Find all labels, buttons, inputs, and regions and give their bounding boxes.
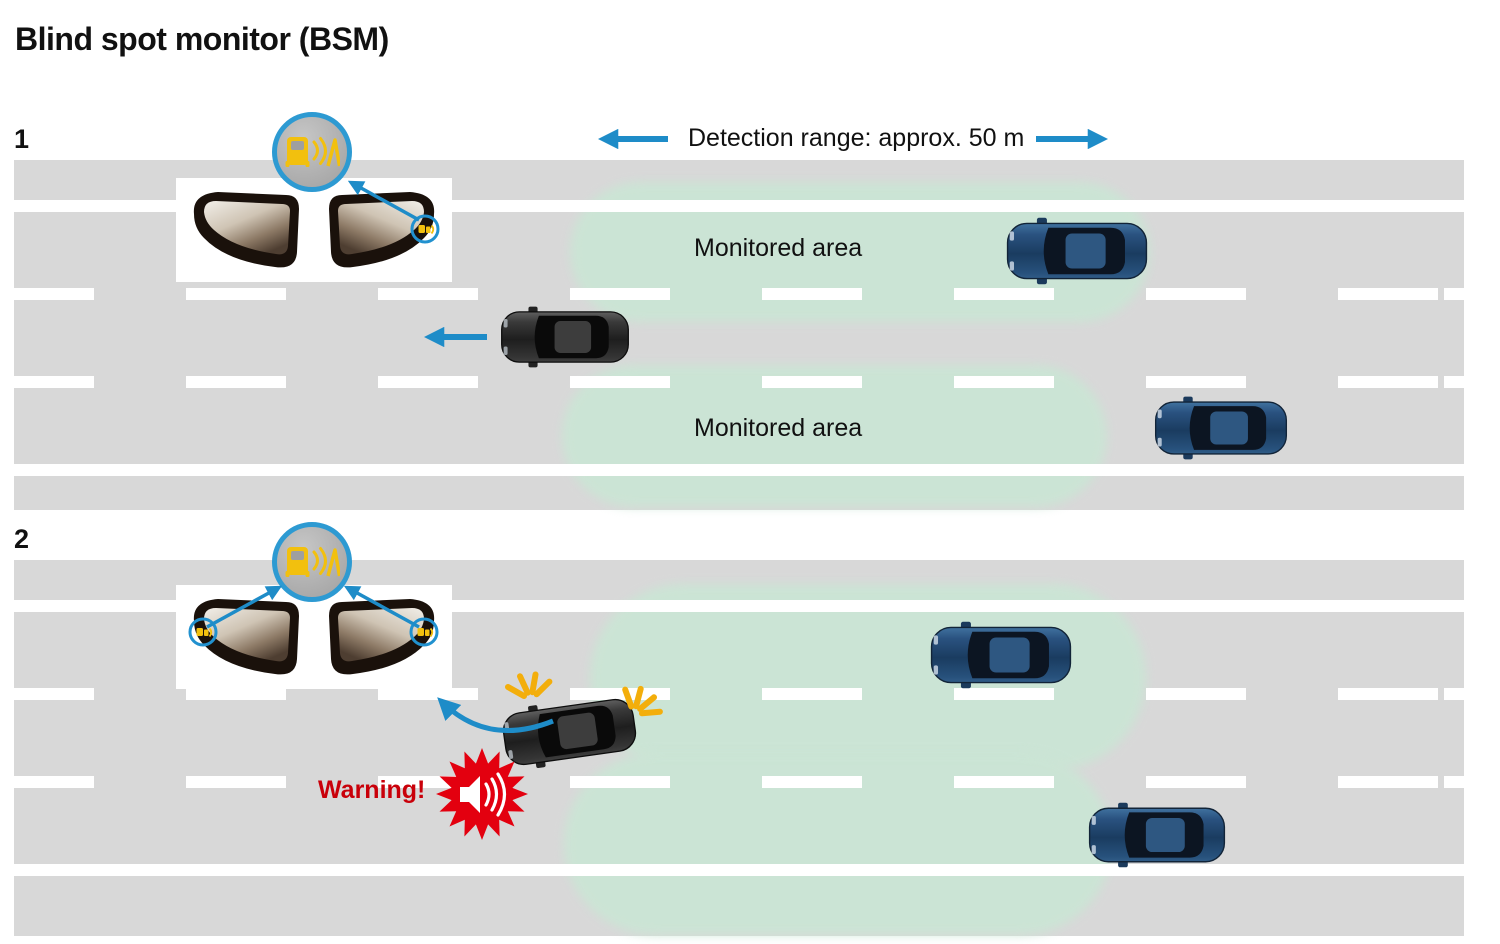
approaching-car-top-1	[1004, 217, 1150, 285]
page-title: Blind spot monitor (BSM)	[15, 21, 389, 58]
panel-2-number: 2	[14, 524, 30, 554]
panel-1-number: 1	[14, 124, 30, 154]
lane-marking-dashed	[14, 776, 1464, 788]
left-mirror-icon	[193, 192, 299, 268]
warning-label: Warning!	[318, 776, 426, 804]
road-1	[14, 160, 1464, 510]
ego-car-1	[494, 306, 636, 368]
bsm-indicator-circle-2	[272, 522, 352, 602]
approaching-car-top-2	[928, 621, 1074, 689]
mirrors-icon	[193, 192, 435, 268]
lane-marking-dashed	[14, 288, 1464, 300]
bsm-indicator-circle-1	[272, 112, 352, 192]
bsm-indicator-icon	[285, 547, 340, 577]
monitored-area-label-bottom: Monitored area	[694, 414, 863, 442]
lane-marking-dashed	[14, 376, 1464, 388]
right-mirror-icon	[329, 599, 435, 675]
monitored-area-bottom-zone	[562, 365, 1107, 507]
lane-marking-dashed	[14, 688, 1464, 700]
lane-marking-solid	[14, 864, 1464, 876]
lane-marking-solid	[14, 464, 1464, 476]
bsm-indicator-icon	[285, 137, 340, 167]
approaching-car-bottom-2	[1086, 802, 1228, 868]
audible-warning-icon	[436, 748, 528, 840]
door-mirrors-panel-1	[176, 178, 452, 282]
left-mirror-icon	[193, 599, 299, 675]
monitored-area-label-top: Monitored area	[694, 234, 863, 262]
right-mirror-icon	[329, 192, 435, 268]
detection-range-label: Detection range: approx. 50 m	[688, 124, 1025, 152]
speaker-icon	[460, 772, 507, 817]
approaching-car-bottom-1	[1150, 396, 1292, 460]
